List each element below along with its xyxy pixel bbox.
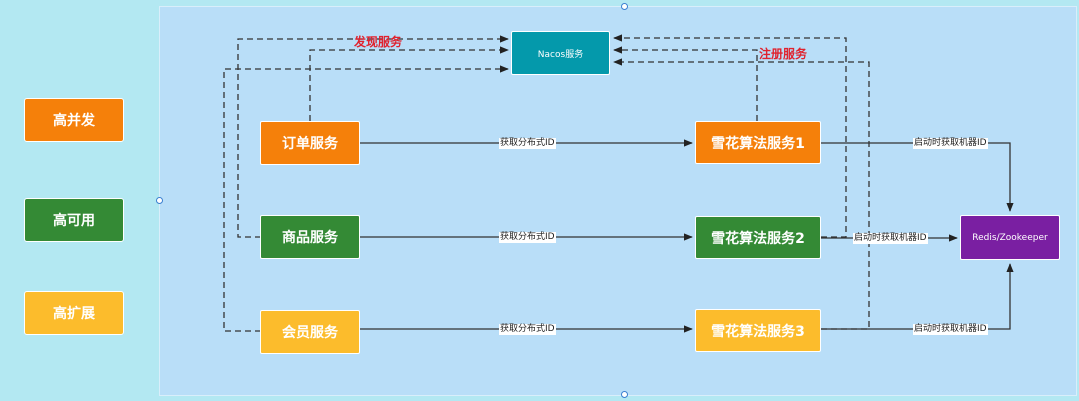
startup-machine-id-label-1: 启动时获取机器ID [913, 138, 988, 149]
get-distributed-id-label-2: 获取分布式ID [499, 232, 556, 243]
high-availability-box: 高可用 [24, 198, 124, 242]
startup-machine-id-label-2: 启动时获取机器ID [853, 233, 928, 244]
get-distributed-id-label-3: 获取分布式ID [499, 324, 556, 335]
discover-service-label: 发现服务 [354, 35, 403, 49]
snow1-register-line [613, 46, 758, 121]
member-service-node: 会员服务 [260, 310, 360, 354]
high-scalability-box: 高扩展 [24, 291, 124, 335]
snow1-to-redis-arrow [821, 142, 1014, 212]
selection-handle-top[interactable] [621, 3, 628, 10]
snow2-register-line [613, 34, 847, 238]
product-discover-line [237, 35, 509, 238]
snowflake-service-1-node: 雪花算法服务1 [695, 121, 821, 164]
snow3-to-redis-arrow [821, 263, 1014, 330]
snow3-register-line [613, 58, 870, 330]
snowflake-service-2-node: 雪花算法服务2 [695, 216, 821, 259]
product-service-node: 商品服务 [260, 215, 360, 259]
order-service-node: 订单服务 [260, 121, 360, 165]
get-distributed-id-label-1: 获取分布式ID [499, 138, 556, 149]
nacos-service-node: Nacos服务 [511, 31, 610, 75]
selection-handle-bottom[interactable] [621, 391, 628, 398]
redis-zookeeper-node: Redis/Zookeeper [960, 215, 1060, 260]
member-discover-line [223, 65, 509, 332]
high-concurrency-box: 高并发 [24, 98, 124, 142]
snowflake-service-3-node: 雪花算法服务3 [695, 309, 821, 352]
selection-handle-left[interactable] [156, 197, 163, 204]
startup-machine-id-label-3: 启动时获取机器ID [913, 324, 988, 335]
register-service-label: 注册服务 [759, 47, 808, 61]
order-discover-line [309, 46, 509, 121]
